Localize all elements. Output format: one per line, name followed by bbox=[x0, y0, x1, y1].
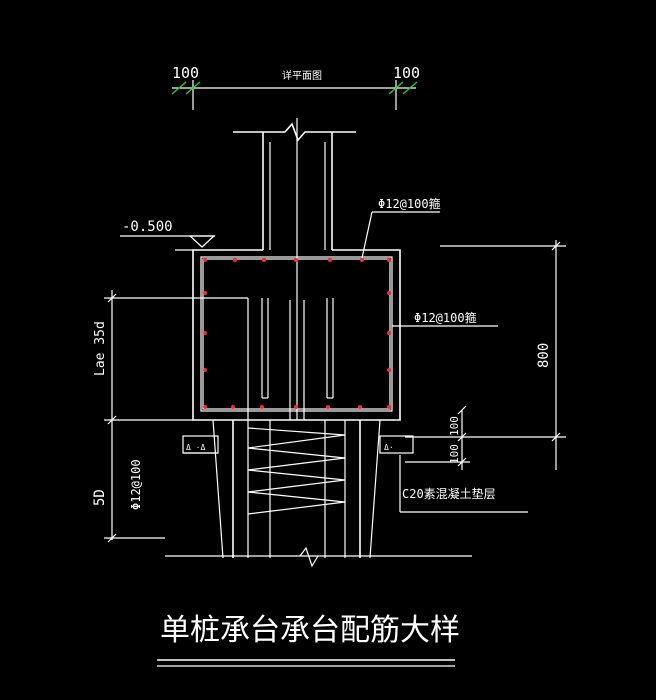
left-dimension: Lae 35d 5D Φ12@100 bbox=[92, 290, 249, 543]
rebar-dot bbox=[231, 405, 235, 409]
cushion-thickness-label-1: 100 bbox=[448, 416, 461, 436]
column bbox=[233, 118, 356, 420]
dim-tick-left bbox=[171, 81, 187, 95]
rebar-dots bbox=[203, 258, 391, 409]
top-rebar-callout: Φ12@100箍 bbox=[361, 196, 441, 259]
rebar-dot bbox=[203, 291, 207, 295]
rebar-dot bbox=[260, 405, 264, 409]
rebar-dot bbox=[328, 258, 332, 262]
rebar-dot bbox=[387, 291, 391, 295]
anchor-length-label: Lae 35d bbox=[93, 321, 108, 376]
rebar-dot bbox=[233, 258, 237, 262]
cap-height-label: 800 bbox=[536, 343, 552, 368]
side-rebar-callout: Φ12@100箍 bbox=[392, 310, 498, 327]
elevation-marker: -0.500 bbox=[120, 219, 216, 251]
rebar-dot bbox=[203, 331, 207, 335]
rebar-dot bbox=[387, 258, 391, 262]
rebar-dot bbox=[358, 405, 362, 409]
rebar-dot bbox=[360, 258, 364, 262]
cushion-pads: Δ ·Δ Δ· bbox=[182, 435, 414, 454]
rebar-dot bbox=[387, 368, 391, 372]
cushion-thickness-label-2: 100 bbox=[448, 444, 461, 464]
elevation-label: -0.500 bbox=[122, 219, 173, 235]
rebar-dot bbox=[203, 258, 207, 262]
rebar-dot bbox=[203, 405, 207, 409]
pile-stirrup-label: Φ12@100 bbox=[129, 459, 143, 510]
dim-left-label: 100 bbox=[172, 64, 199, 82]
rebar-dot bbox=[387, 331, 391, 335]
top-dimension: 100 100 详平面图 bbox=[171, 64, 420, 110]
rebar-dot bbox=[262, 258, 266, 262]
pile-embed-label: 5D bbox=[92, 489, 108, 506]
svg-text:Δ·: Δ· bbox=[384, 443, 394, 452]
pile bbox=[165, 419, 472, 568]
rebar-dot bbox=[203, 368, 207, 372]
top-rebar-label: Φ12@100箍 bbox=[378, 196, 441, 211]
rebar-dot bbox=[387, 405, 391, 409]
drawing-title-block: 单桩承台承台配筋大样 bbox=[157, 613, 460, 667]
drawing-title: 单桩承台承台配筋大样 bbox=[160, 613, 460, 648]
svg-text:Δ ·Δ: Δ ·Δ bbox=[186, 443, 205, 452]
dim-tick-right bbox=[388, 81, 404, 95]
rebar-dot bbox=[294, 405, 298, 409]
cushion-callout: C20素混凝土垫层 bbox=[399, 455, 528, 513]
rebar-dot bbox=[294, 258, 298, 262]
cushion-label: C20素混凝土垫层 bbox=[402, 486, 496, 501]
plan-reference-label: 详平面图 bbox=[282, 69, 322, 82]
right-dimension: 800 100 100 bbox=[405, 240, 566, 470]
side-rebar-label: Φ12@100箍 bbox=[414, 310, 477, 325]
dim-right-label: 100 bbox=[393, 64, 420, 82]
rebar-dot bbox=[326, 405, 330, 409]
